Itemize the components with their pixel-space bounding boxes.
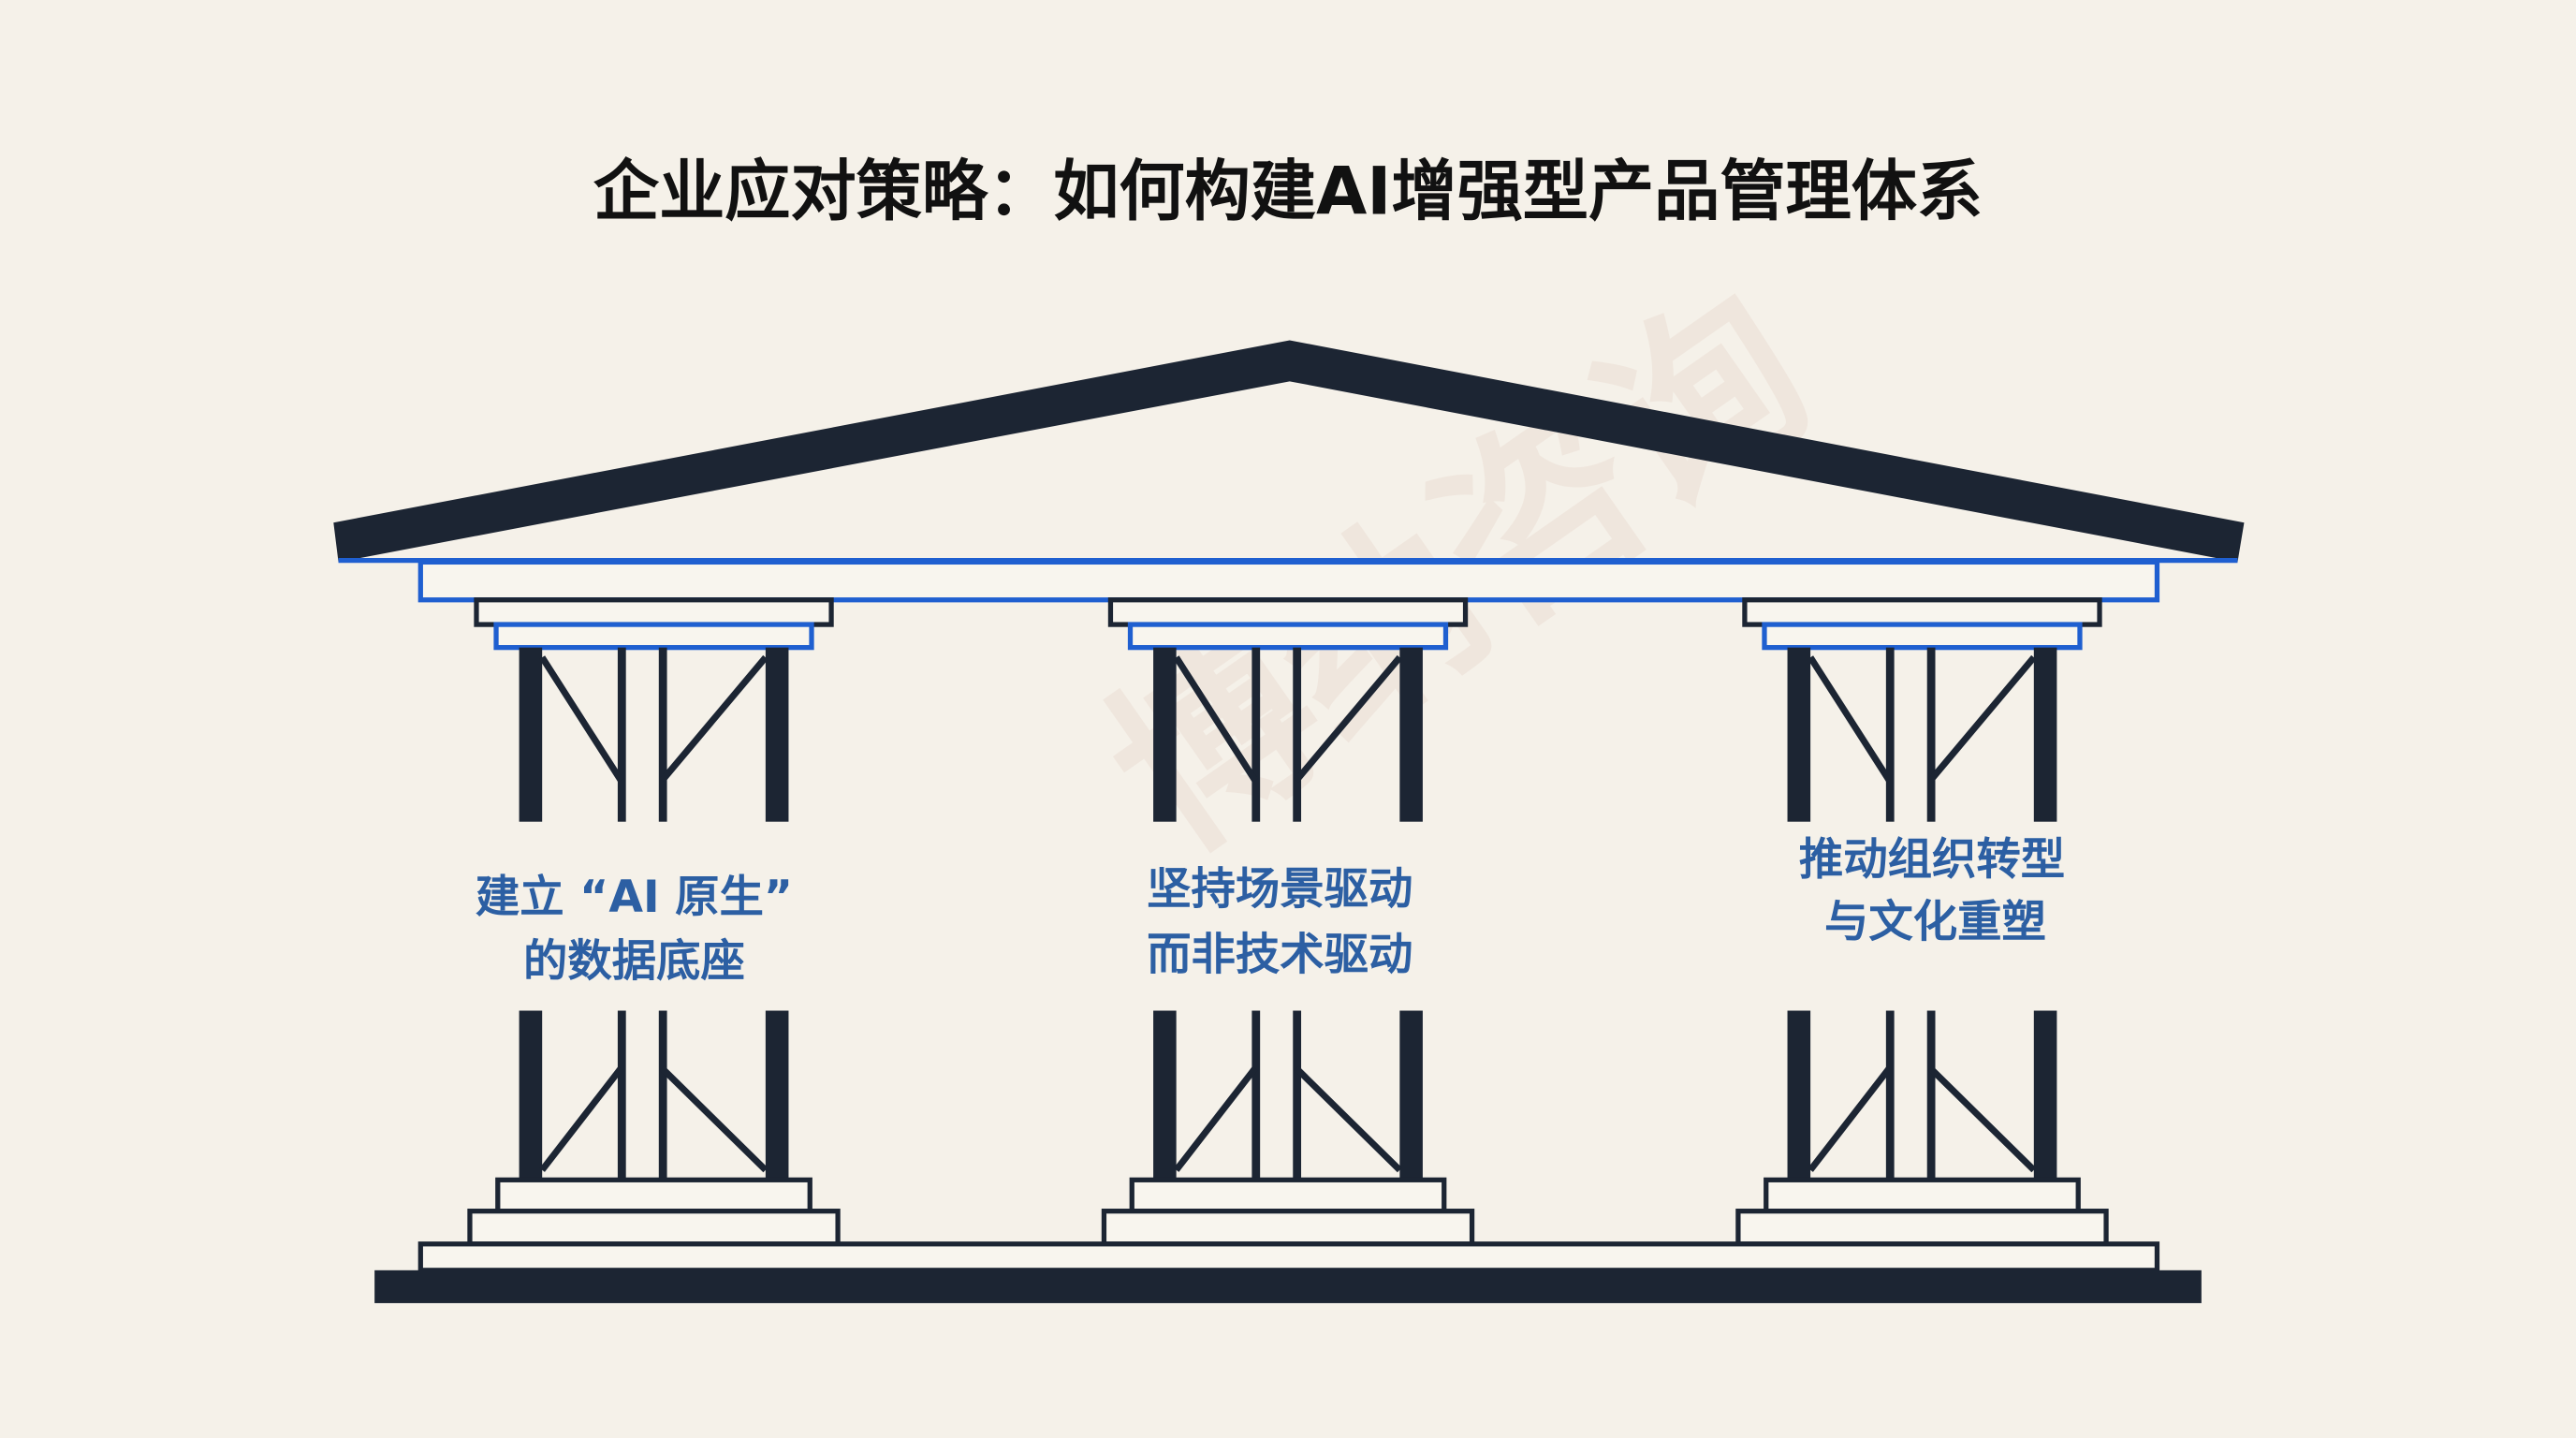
column-shaft-line [1293, 1010, 1302, 1181]
column-base-bottom [1101, 1209, 1475, 1247]
column-base-bottom [1735, 1209, 2109, 1247]
column-base-top [1764, 1177, 2081, 1214]
column-post [2033, 647, 2057, 822]
roof [333, 340, 2245, 563]
column-brace [1294, 1065, 1402, 1173]
column-post [2033, 1010, 2057, 1181]
entablature [417, 559, 2160, 603]
column-brace [1927, 1065, 2037, 1173]
pillar-label-line: 坚持场景驱动 [1147, 863, 1412, 915]
column-brace [1927, 654, 2037, 784]
column-brace [1808, 1065, 1893, 1172]
column-shaft-line [617, 647, 626, 822]
column-shaft-line [1293, 647, 1302, 822]
column-base-top [1129, 1177, 1447, 1214]
capital-bottom [1762, 622, 2083, 651]
column-brace [659, 1065, 768, 1173]
column-shaft-line [1251, 647, 1261, 822]
column-brace [539, 1065, 624, 1172]
column-brace [539, 655, 624, 783]
capital-bottom [493, 622, 814, 651]
pillar-label-line: 的数据底座 [523, 936, 745, 988]
page-title: 企业应对策略：如何构建AI增强型产品管理体系 [593, 153, 1983, 229]
column-brace [1173, 1065, 1258, 1172]
column-post [765, 647, 789, 822]
capital-bottom [1127, 622, 1449, 651]
column-brace [1294, 654, 1403, 784]
pillar-label-1: 建立 “AI 原生” 的数据底座 [476, 872, 793, 987]
column-post [1787, 647, 1811, 822]
column-shaft-line [1926, 1010, 1936, 1181]
column-shaft-line [1885, 1010, 1895, 1181]
column-brace [659, 654, 768, 784]
column-post [1153, 647, 1177, 822]
capital-top [1742, 597, 2102, 627]
column-shaft-line [1251, 1010, 1261, 1181]
pillar-label-line: 建立 “AI 原生” [476, 872, 793, 923]
column-shaft-line [658, 647, 667, 822]
pillar-1 [467, 597, 841, 1247]
pillar-3 [1735, 597, 2109, 1247]
column-post [765, 1010, 789, 1181]
pillar-label-line: 与文化重塑 [1824, 897, 2046, 948]
column-post [1153, 1010, 1177, 1181]
pillar-label-2: 坚持场景驱动 而非技术驱动 [1147, 863, 1412, 980]
pillar-label-3: 推动组织转型 与文化重塑 [1799, 834, 2065, 948]
column-post [519, 647, 543, 822]
column-base-bottom [467, 1209, 841, 1247]
column-post [519, 1010, 543, 1181]
column-brace [1173, 655, 1258, 783]
column-shaft-line [658, 1010, 667, 1181]
pillar-label-line: 而非技术驱动 [1147, 930, 1412, 981]
stylobate [417, 1241, 2160, 1273]
capital-top [1107, 597, 1469, 627]
column-post [1399, 647, 1423, 822]
column-post [1399, 1010, 1423, 1181]
column-post [1787, 1010, 1811, 1181]
column-base-top [495, 1177, 812, 1214]
column-shaft-line [617, 1010, 626, 1181]
column-shaft-line [1885, 647, 1895, 822]
column-brace [1808, 655, 1893, 783]
capital-top [474, 597, 834, 627]
pillar-label-line: 推动组织转型 [1799, 834, 2065, 886]
column-shaft-line [1926, 647, 1936, 822]
foundation [374, 1269, 2202, 1303]
